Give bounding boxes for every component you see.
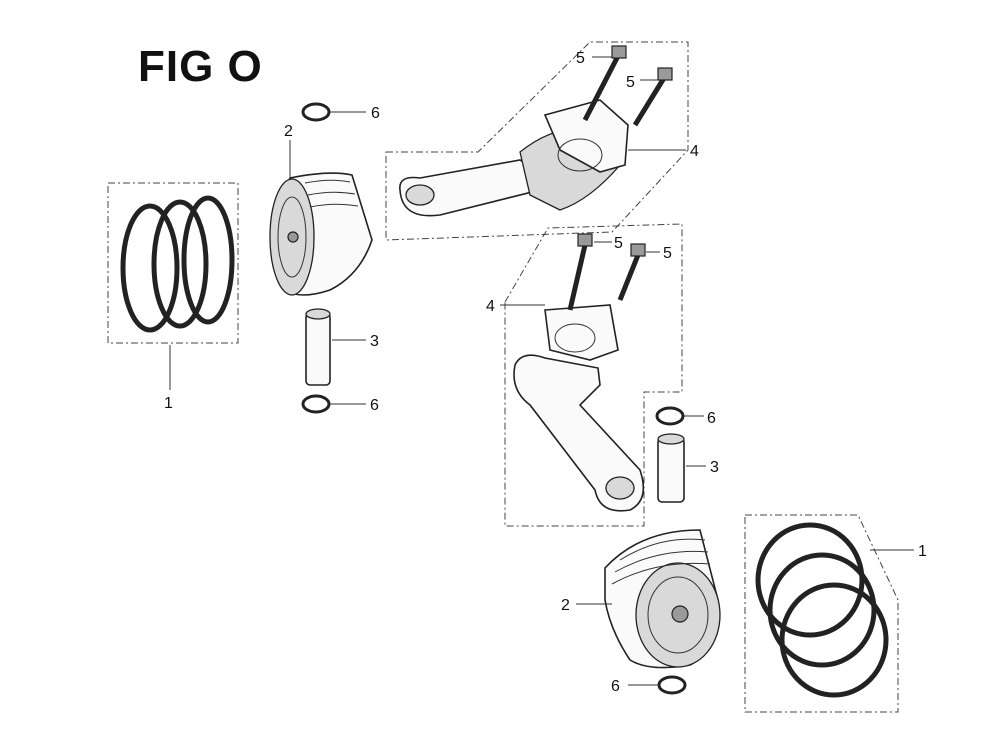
piston-left-pin-hole (287, 231, 299, 243)
bolt-mid-b-head (630, 243, 646, 257)
ring-left-1 (120, 203, 180, 333)
ring-right-1 (755, 522, 865, 638)
ring-right-2 (767, 552, 877, 668)
rod-bolt-top-a: 5 (576, 45, 627, 122)
circlip-right-bottom: 6 (611, 675, 687, 695)
bolt-top-b-head (657, 67, 673, 81)
piston-right-ring-grooves (611, 538, 711, 585)
callout-bolt-top-a: 5 (576, 50, 585, 67)
callout-pin-right: 3 (710, 459, 719, 476)
circlip-left-bottom: 6 (301, 394, 379, 414)
ring-set-right-frame (744, 514, 899, 713)
callout-clip-left-top: 6 (371, 105, 380, 122)
piston-ring-set-right: 1 (744, 514, 927, 713)
circlip-right-top: 6 (655, 406, 716, 427)
connecting-rod-middle: 4 (486, 223, 683, 527)
pin-right-body (657, 437, 685, 503)
callout-piston-right: 2 (561, 597, 570, 614)
piston-right: 2 (561, 529, 721, 669)
ring-set-left-frame (107, 182, 239, 344)
callout-clip-right-bottom: 6 (611, 678, 620, 695)
rod-top-frame (385, 41, 689, 241)
callout-bolt-mid-b: 5 (663, 245, 672, 262)
bolt-mid-a-head (577, 233, 593, 247)
ring-left-2 (151, 199, 209, 329)
bolt-top-b-shank (632, 76, 667, 127)
callout-ring-left: 1 (164, 395, 173, 412)
circlip-right-top-ring (655, 406, 685, 426)
bolt-mid-a-shank (567, 244, 588, 311)
piston-ring-set-left: 1 (107, 182, 239, 412)
rod-middle-bore (554, 323, 596, 353)
piston-right-crown-inner (647, 576, 709, 654)
figure-title: FIG O (138, 42, 263, 91)
rod-middle-small-end (605, 476, 635, 500)
piston-left-ring-grooves (304, 179, 359, 208)
rod-middle-frame (504, 223, 683, 527)
connecting-rod-top: 4 (385, 41, 699, 241)
piston-pin-left: 3 (305, 308, 379, 386)
callout-pin-left: 3 (370, 333, 379, 350)
pin-left-body (305, 312, 331, 386)
bolt-mid-b-shank (617, 254, 641, 301)
piston-left-crown-inner (277, 196, 307, 278)
rod-top-cap (543, 99, 629, 173)
callout-rod-middle: 4 (486, 298, 495, 315)
bolt-top-a-shank (582, 54, 621, 122)
ring-left-3 (181, 195, 235, 325)
bolt-top-a-head (611, 45, 627, 59)
callout-ring-right: 1 (918, 543, 927, 560)
pin-right-end (657, 433, 685, 445)
ring-right-3 (779, 582, 889, 698)
circlip-left-top-ring (301, 102, 331, 122)
callout-rod-top: 4 (690, 143, 699, 160)
circlip-left-top: 6 (301, 102, 380, 122)
piston-pin-right: 3 (657, 433, 719, 503)
rod-bolt-top-b: 5 (626, 67, 673, 127)
rod-bolt-middle-b: 5 (617, 243, 672, 301)
rod-top-small-end (405, 184, 435, 206)
callout-clip-left-bottom: 6 (370, 397, 379, 414)
rod-top-bore (557, 138, 603, 172)
rod-bolt-middle-a: 5 (567, 233, 623, 311)
callout-piston-left: 2 (284, 123, 293, 140)
circlip-right-bottom-ring (657, 675, 687, 695)
circlip-left-bottom-ring (301, 394, 331, 414)
callout-bolt-top-b: 5 (626, 74, 635, 91)
rod-middle-beam (513, 354, 645, 512)
piston-right-pin-hole (671, 605, 689, 623)
callout-bolt-mid-a: 5 (614, 235, 623, 252)
piston-left: 2 (269, 123, 373, 296)
rod-middle-cap (544, 304, 619, 361)
pin-left-end (305, 308, 331, 320)
callout-clip-right-top: 6 (707, 410, 716, 427)
